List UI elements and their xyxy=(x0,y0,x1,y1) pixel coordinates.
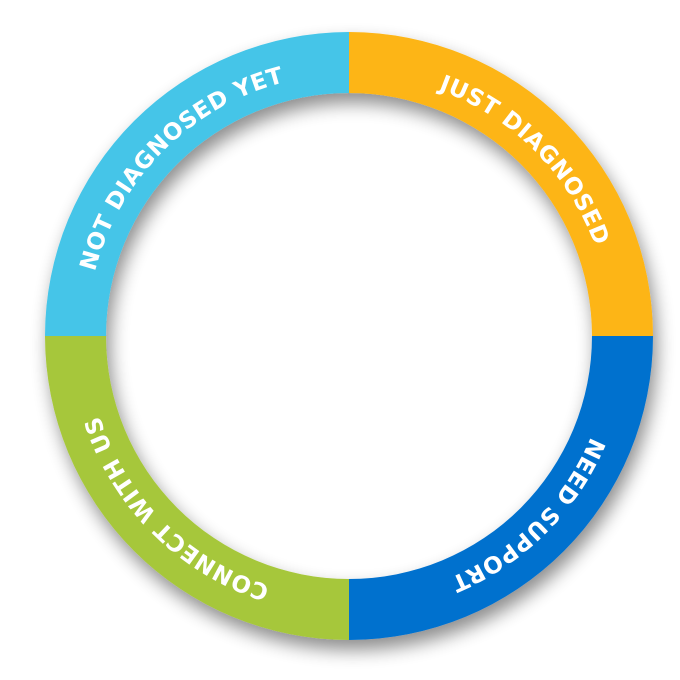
ring-segment-need-support[interactable] xyxy=(349,336,653,640)
ring-segment-not-diagnosed-yet[interactable] xyxy=(45,32,349,336)
ring-segment-connect-with-us[interactable] xyxy=(45,336,349,640)
ring-labels: JUST DIAGNOSED NEED SUPPORT CONNECT WITH… xyxy=(76,63,614,605)
ring xyxy=(45,32,653,640)
ring-segment-just-diagnosed[interactable] xyxy=(349,32,653,336)
